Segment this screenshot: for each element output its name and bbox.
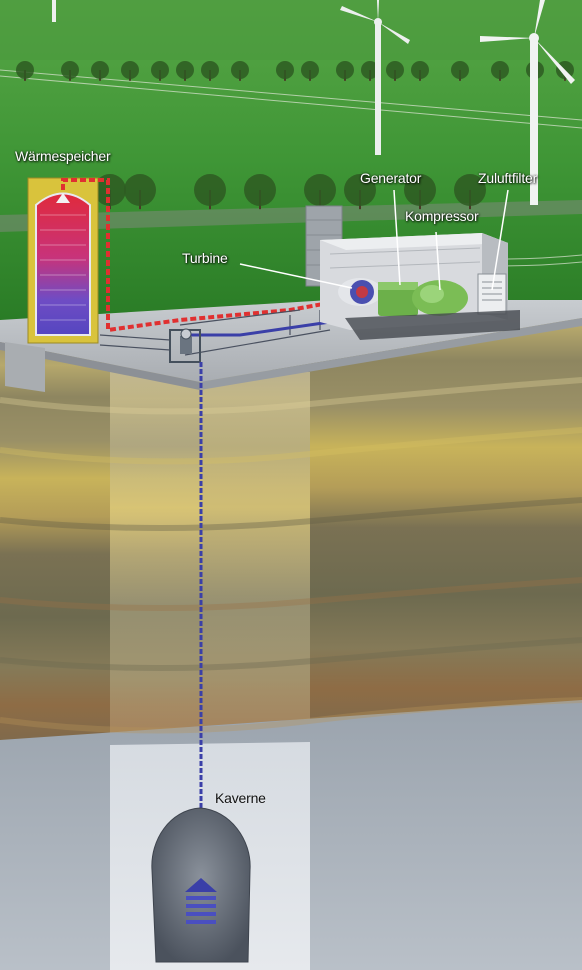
compressor-unit [412, 280, 468, 316]
tree-crown [386, 61, 404, 79]
label-leaders [239, 189, 509, 291]
heat-storage [27, 177, 99, 344]
wellhead [169, 328, 201, 363]
tree-crown [361, 61, 379, 79]
tree-crown [201, 61, 219, 79]
cavern [151, 807, 251, 963]
hot-air-pipe [61, 178, 346, 333]
tree-crown [344, 174, 376, 206]
tree-crown [61, 61, 79, 79]
railings [99, 309, 331, 356]
soil-strata [0, 377, 582, 734]
label-turbine: Turbine [182, 250, 228, 266]
label-waermespeicher: Wärmespeicher [15, 148, 111, 164]
tree-crown [336, 61, 354, 79]
air-intake-filter [477, 273, 507, 315]
tree-crown [194, 174, 226, 206]
label-generator: Generator [360, 170, 422, 186]
tree-crown [491, 61, 509, 79]
tree-crown [304, 174, 336, 206]
tree-crown [124, 174, 156, 206]
tree-crown [411, 61, 429, 79]
tree-crown [454, 174, 486, 206]
tree-crown [404, 174, 436, 206]
label-kaverne: Kaverne [215, 790, 266, 806]
tree-crown [231, 61, 249, 79]
tree-crown [301, 61, 319, 79]
wind-turbine-3 [52, 0, 56, 22]
label-kompressor: Kompressor [405, 208, 479, 224]
compressed-air-pipe [185, 320, 331, 337]
tree-crown [121, 61, 139, 79]
tree-crown [244, 174, 276, 206]
tree-crown [176, 61, 194, 79]
tree-crown [91, 61, 109, 79]
tree-crown [276, 61, 294, 79]
tree-crown [151, 61, 169, 79]
wind-turbine-1 [340, 0, 410, 155]
tree-crown [16, 61, 34, 79]
road [0, 200, 582, 232]
turbine-unit [338, 278, 382, 306]
wind-turbine-2 [480, 0, 575, 205]
generator-unit [378, 282, 418, 316]
label-zuluftfilter: Zuluftfilter [478, 170, 538, 186]
tree-crown [451, 61, 469, 79]
